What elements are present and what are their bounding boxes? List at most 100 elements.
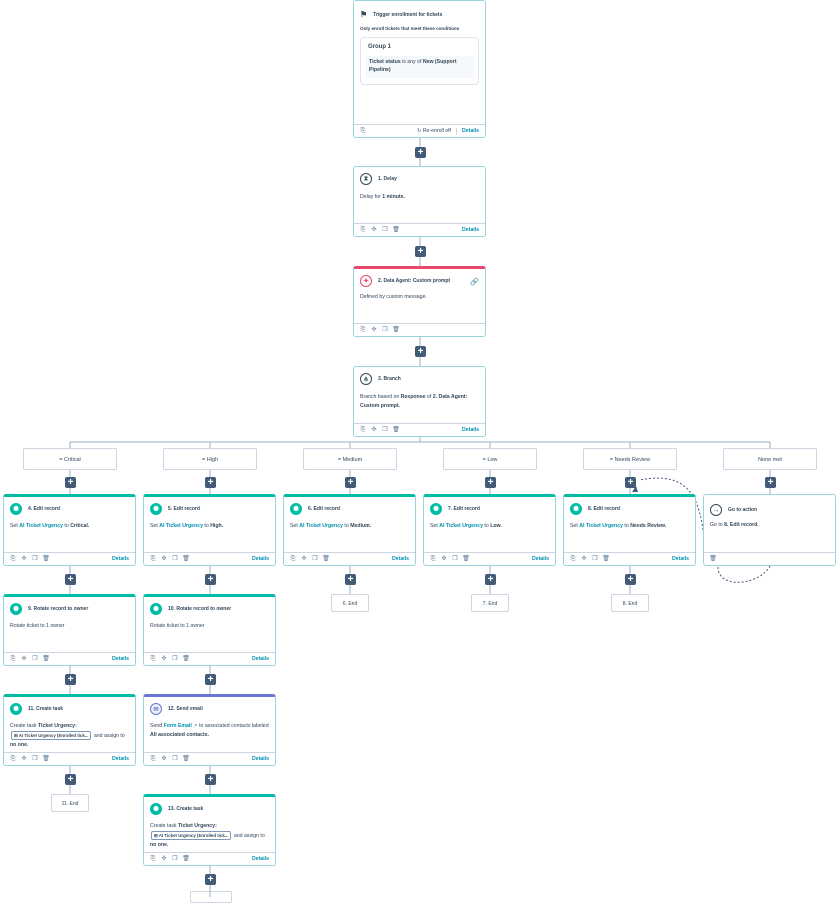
add-action-button[interactable]: +	[765, 477, 776, 488]
clone-icon[interactable]: ❐	[32, 656, 38, 662]
move-icon[interactable]: ✣	[161, 556, 167, 562]
copy-icon[interactable]: ⎘	[360, 128, 366, 134]
details-link[interactable]: Details	[671, 556, 689, 562]
branch-details-link[interactable]: Details	[461, 427, 479, 433]
move-icon[interactable]: ✣	[21, 556, 27, 562]
add-action-button[interactable]: +	[345, 574, 356, 585]
trigger-details-link[interactable]: Details	[461, 128, 479, 134]
move-icon[interactable]: ✣	[371, 427, 377, 433]
trash-icon[interactable]: 🗑	[182, 656, 190, 662]
move-icon[interactable]: ✣	[21, 756, 27, 762]
details-link[interactable]: Details	[251, 756, 269, 762]
details-link[interactable]: Details	[531, 556, 549, 562]
trash-icon[interactable]: 🗑	[42, 656, 50, 662]
rotate-record-card[interactable]: ✺10. Rotate record to owner Rotate ticke…	[143, 594, 276, 666]
copy-icon[interactable]: ⎘	[360, 227, 366, 233]
add-action-button[interactable]: +	[205, 674, 216, 685]
trash-icon[interactable]: 🗑	[42, 756, 50, 762]
branch-label-low[interactable]: = Low	[443, 448, 537, 470]
add-action-button[interactable]: +	[65, 674, 76, 685]
goto-action-card[interactable]: →Go to action Go to 8. Edit record. 🗑	[703, 494, 836, 566]
edit-record-card-medium[interactable]: ✺6. Edit record Set AI Ticket Urgency to…	[283, 494, 416, 566]
clone-icon[interactable]: ❐	[172, 856, 178, 862]
add-action-button[interactable]: +	[205, 574, 216, 585]
trigger-card[interactable]: ⚑ Trigger enrollment for tickets Only en…	[353, 0, 486, 138]
external-link-icon[interactable]: ↗	[193, 723, 198, 729]
move-icon[interactable]: ✣	[161, 656, 167, 662]
add-action-button[interactable]: +	[65, 774, 76, 785]
condition-group[interactable]: Group 1 Ticket status is any of New (Sup…	[360, 37, 479, 85]
clone-icon[interactable]: ❐	[382, 427, 388, 433]
trash-icon[interactable]: 🗑	[392, 227, 400, 233]
clone-icon[interactable]: ❐	[172, 656, 178, 662]
add-action-button[interactable]: +	[65, 477, 76, 488]
copy-icon[interactable]: ⎘	[10, 556, 16, 562]
add-action-button[interactable]: +	[485, 477, 496, 488]
edit-record-card-critical[interactable]: ✺4. Edit record Set AI Ticket Urgency to…	[3, 494, 136, 566]
branch-label-needs-review[interactable]: = Needs Review	[583, 448, 677, 470]
move-icon[interactable]: ✣	[441, 556, 447, 562]
create-task-card[interactable]: ✺13. Create task Create task Ticket Urge…	[143, 794, 276, 866]
copy-icon[interactable]: ⎘	[360, 427, 366, 433]
branch-label-none-met[interactable]: None met	[723, 448, 817, 470]
clone-icon[interactable]: ❐	[452, 556, 458, 562]
move-icon[interactable]: ✣	[301, 556, 307, 562]
add-action-button[interactable]: +	[415, 346, 426, 357]
rotate-record-card[interactable]: ✺9. Rotate record to owner Rotate ticket…	[3, 594, 136, 666]
trash-icon[interactable]: 🗑	[322, 556, 330, 562]
trash-icon[interactable]: 🗑	[392, 427, 400, 433]
clone-icon[interactable]: ❐	[382, 327, 388, 333]
link-icon[interactable]: 🔗	[470, 279, 479, 286]
add-action-button[interactable]: +	[205, 774, 216, 785]
edit-record-card-needs-review[interactable]: ✺8. Edit record Set AI Ticket Urgency to…	[563, 494, 696, 566]
trash-icon[interactable]: 🗑	[182, 756, 190, 762]
clone-icon[interactable]: ❐	[382, 227, 388, 233]
details-link[interactable]: Details	[251, 856, 269, 862]
move-icon[interactable]: ✣	[581, 556, 587, 562]
reenroll-status[interactable]: ↻ Re-enroll off	[417, 128, 451, 134]
create-task-card[interactable]: ✺11. Create task Create task Ticket Urge…	[3, 694, 136, 766]
clone-icon[interactable]: ❐	[172, 756, 178, 762]
clone-icon[interactable]: ❐	[32, 556, 38, 562]
copy-icon[interactable]: ⎘	[10, 656, 16, 662]
trash-icon[interactable]: 🗑	[42, 556, 50, 562]
trash-icon[interactable]: 🗑	[462, 556, 470, 562]
edit-record-card-high[interactable]: ✺5. Edit record Set AI Ticket Urgency to…	[143, 494, 276, 566]
copy-icon[interactable]: ⎘	[360, 327, 366, 333]
move-icon[interactable]: ✣	[371, 227, 377, 233]
clone-icon[interactable]: ❐	[172, 556, 178, 562]
add-action-button[interactable]: +	[345, 477, 356, 488]
details-link[interactable]: Details	[111, 656, 129, 662]
branch-label-medium[interactable]: = Medium	[303, 448, 397, 470]
delay-card[interactable]: ⧗ 1. Delay Delay for 1 minute. ⎘ ✣ ❐ 🗑 D…	[353, 166, 486, 237]
copy-icon[interactable]: ⎘	[150, 656, 156, 662]
edit-record-card-low[interactable]: ✺7. Edit record Set AI Ticket Urgency to…	[423, 494, 556, 566]
trash-icon[interactable]: 🗑	[392, 327, 400, 333]
delay-details-link[interactable]: Details	[461, 227, 479, 233]
copy-icon[interactable]: ⎘	[150, 856, 156, 862]
move-icon[interactable]: ✣	[21, 656, 27, 662]
add-action-button[interactable]: +	[205, 477, 216, 488]
details-link[interactable]: Details	[251, 556, 269, 562]
add-action-button[interactable]: +	[415, 147, 426, 158]
branch-label-high[interactable]: = High	[163, 448, 257, 470]
add-action-button[interactable]: +	[485, 574, 496, 585]
trash-icon[interactable]: 🗑	[709, 556, 717, 562]
clone-icon[interactable]: ❐	[32, 756, 38, 762]
clone-icon[interactable]: ❐	[592, 556, 598, 562]
add-action-button[interactable]: +	[65, 574, 76, 585]
move-icon[interactable]: ✣	[161, 756, 167, 762]
copy-icon[interactable]: ⎘	[10, 756, 16, 762]
details-link[interactable]: Details	[251, 656, 269, 662]
add-action-button[interactable]: +	[415, 246, 426, 257]
add-action-button[interactable]: +	[205, 874, 216, 885]
copy-icon[interactable]: ⎘	[150, 756, 156, 762]
send-email-card[interactable]: ✉12. Send email Send Form Email ↗ to ass…	[143, 694, 276, 766]
trash-icon[interactable]: 🗑	[182, 556, 190, 562]
move-icon[interactable]: ✣	[161, 856, 167, 862]
trash-icon[interactable]: 🗑	[602, 556, 610, 562]
move-icon[interactable]: ✣	[371, 327, 377, 333]
copy-icon[interactable]: ⎘	[570, 556, 576, 562]
add-action-button[interactable]: +	[625, 477, 636, 488]
details-link[interactable]: Details	[111, 556, 129, 562]
